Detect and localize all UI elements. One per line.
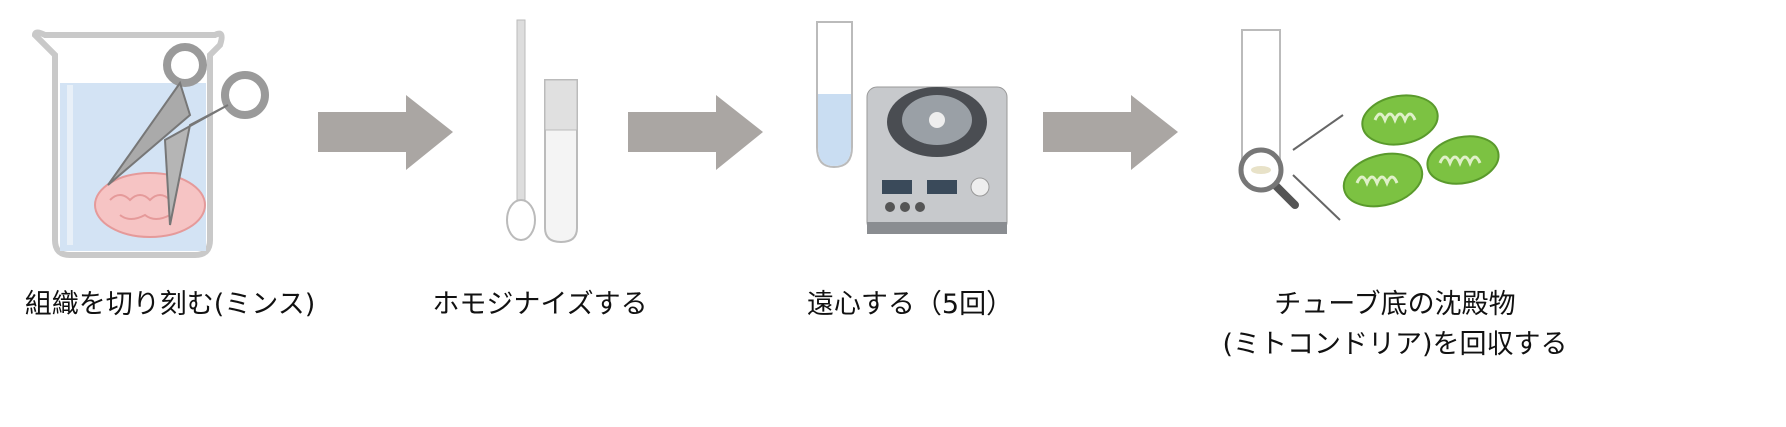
pestle-icon [506, 19, 536, 241]
arrow-1 [318, 95, 453, 170]
tube-icon [544, 79, 578, 244]
magnifier-icon [1238, 147, 1299, 209]
arrow-2 [628, 95, 763, 170]
arrow-3 [1043, 95, 1178, 170]
step-4-label-line2: (ミトコンドリア)を回収する [1222, 329, 1568, 360]
step-2-label: ホモジナイズする [432, 289, 648, 320]
step-3-label: 遠心する（5回） [806, 289, 1014, 320]
beaker-illustration [31, 29, 269, 258]
scissors-icon [107, 43, 269, 226]
collection-illustration [1238, 29, 1500, 221]
centrifuge-icon [866, 86, 1008, 234]
step-4-label-line1: チューブ底の沈殿物 [1274, 289, 1516, 320]
centrifuge-illustration [816, 21, 1008, 234]
step-1-label: 組織を切り刻む(ミンス) [24, 289, 316, 320]
mitochondria-icon [1342, 94, 1500, 208]
homogenizer-illustration [506, 19, 578, 244]
test-tube-icon [816, 21, 853, 169]
